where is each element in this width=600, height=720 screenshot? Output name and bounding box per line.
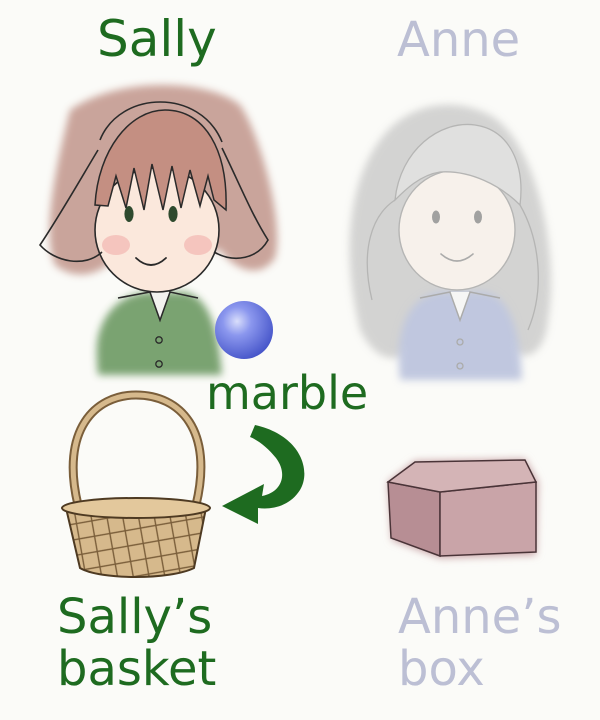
basket-icon [61,390,211,578]
anne-figure [349,104,551,380]
anne-name-label: Anne [397,12,521,68]
sally-basket-label: Sally’s basket [57,589,217,697]
sally-name-label: Sally [97,10,217,68]
sally-figure [38,85,278,375]
marble-icon [215,301,273,359]
anne-box-label: Anne’s box [398,589,562,697]
curved-arrow-icon [222,425,305,524]
marble-label: marble [206,366,369,420]
box-icon [386,459,538,558]
